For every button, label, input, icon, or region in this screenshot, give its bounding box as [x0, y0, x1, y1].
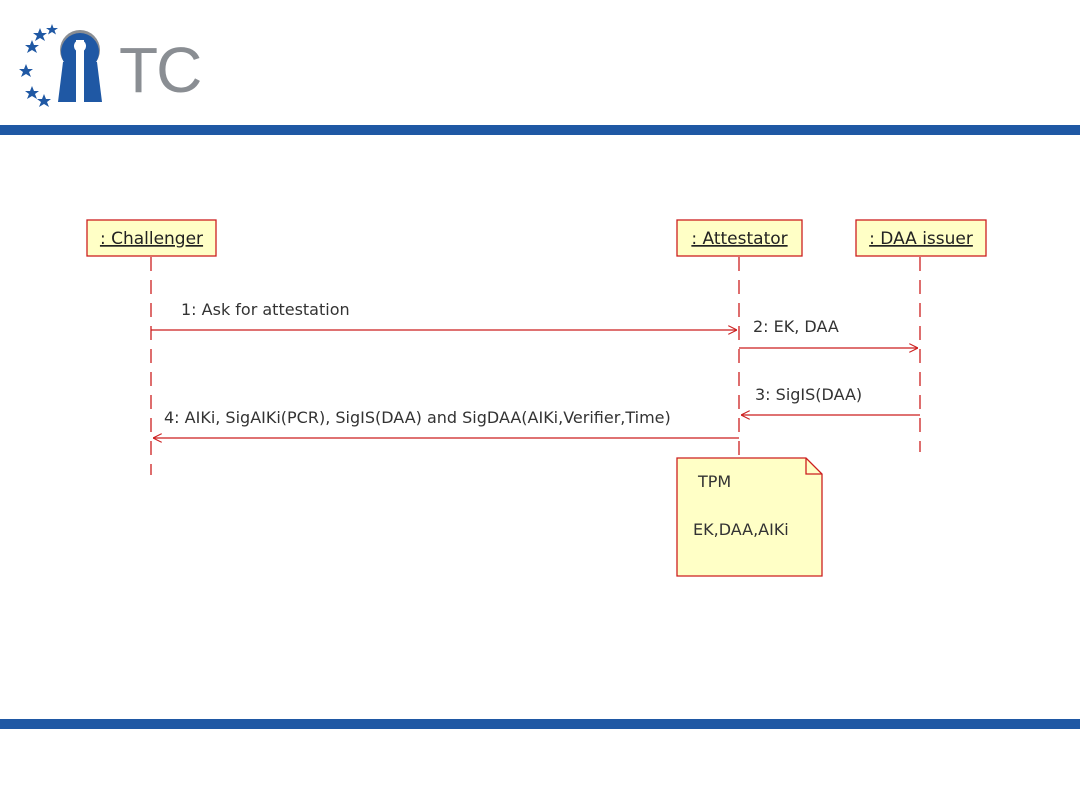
lifeline-label-attestator: : Attestator — [691, 229, 787, 249]
message-label-3: 3: SigIS(DAA) — [755, 385, 862, 404]
message-label-1: 1: Ask for attestation — [181, 300, 350, 319]
lifeline-head-challenger: : Challenger — [86, 219, 217, 257]
lifeline-label-challenger: : Challenger — [100, 229, 203, 249]
footer-band — [0, 719, 1080, 729]
note-body: EK,DAA,AIKi — [693, 520, 789, 539]
logo-emblem-icon — [19, 24, 102, 107]
header-band — [0, 125, 1080, 135]
note-title: TPM — [697, 472, 731, 491]
lifeline-head-daa-issuer: : DAA issuer — [855, 219, 987, 257]
itc-logo: TC — [18, 22, 202, 110]
message-label-2: 2: EK, DAA — [753, 317, 839, 336]
lifeline-head-attestator: : Attestator — [676, 219, 803, 257]
note-tpm: TPM EK,DAA,AIKi — [676, 457, 823, 577]
logo-text: TC — [119, 34, 202, 106]
message-label-4: 4: AIKi, SigAIKi(PCR), SigIS(DAA) and Si… — [164, 408, 671, 427]
lifeline-label-daa-issuer: : DAA issuer — [869, 229, 973, 249]
